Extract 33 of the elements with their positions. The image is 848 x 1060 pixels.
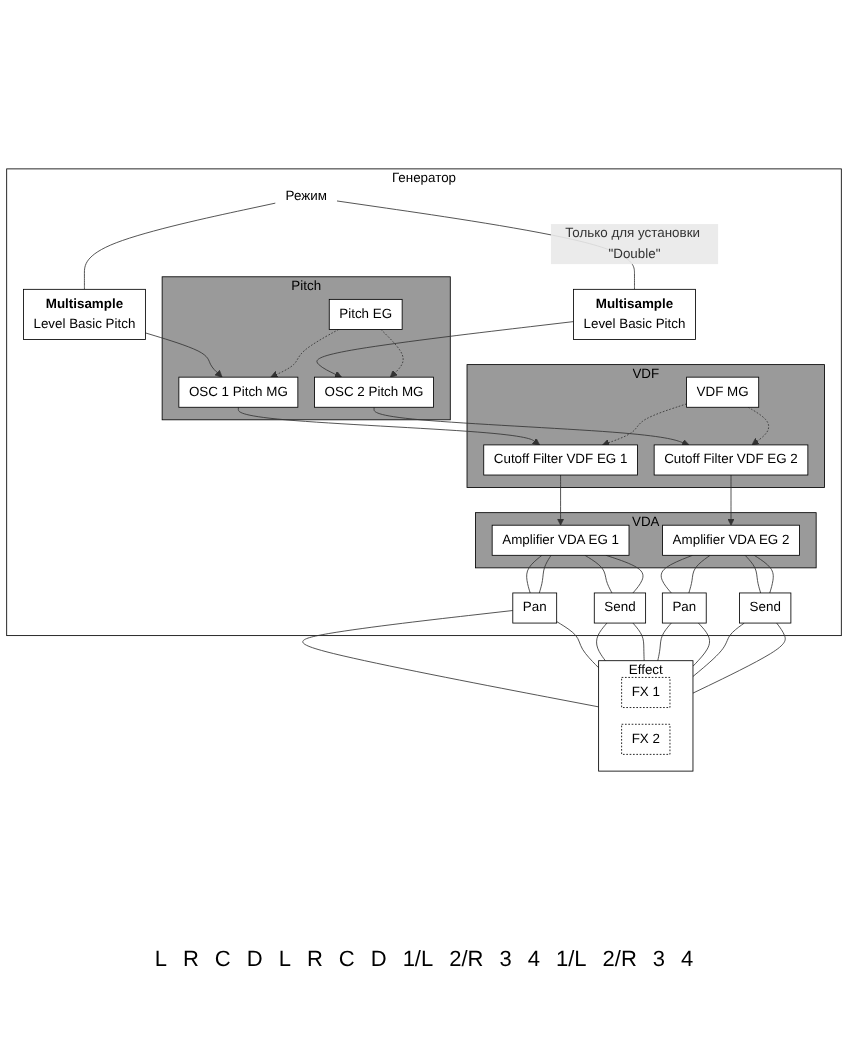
port-label: 3 bbox=[499, 948, 512, 972]
connector bbox=[660, 554, 693, 594]
connector bbox=[596, 622, 608, 662]
port-label: 1/L bbox=[555, 948, 587, 972]
port-label: D bbox=[370, 948, 387, 972]
port-label: 4 bbox=[527, 948, 540, 972]
port-label: 4 bbox=[681, 948, 694, 972]
connector bbox=[556, 621, 600, 669]
connector bbox=[657, 622, 672, 662]
port-label: R bbox=[306, 948, 323, 972]
connector bbox=[692, 622, 710, 667]
port-label: 2/R bbox=[602, 948, 637, 972]
port-label: 1/L bbox=[402, 948, 434, 972]
port-label: R bbox=[182, 948, 199, 972]
connector bbox=[302, 610, 600, 708]
connector bbox=[753, 554, 774, 594]
connector bbox=[605, 554, 644, 594]
port-label: C bbox=[338, 948, 355, 972]
connector bbox=[744, 554, 762, 594]
connector bbox=[584, 554, 613, 594]
connector bbox=[632, 622, 645, 662]
port-label: L bbox=[278, 948, 291, 972]
connector bbox=[692, 622, 745, 677]
connector bbox=[692, 622, 786, 694]
connector bbox=[526, 554, 543, 594]
port-label: 3 bbox=[652, 948, 666, 972]
connector bbox=[538, 554, 552, 594]
connector bbox=[84, 202, 276, 290]
port-label: 2/R bbox=[449, 948, 484, 972]
connector bbox=[688, 554, 711, 594]
port-label: L bbox=[154, 948, 167, 972]
port-label: C bbox=[214, 948, 231, 972]
port-label: D bbox=[246, 948, 263, 972]
